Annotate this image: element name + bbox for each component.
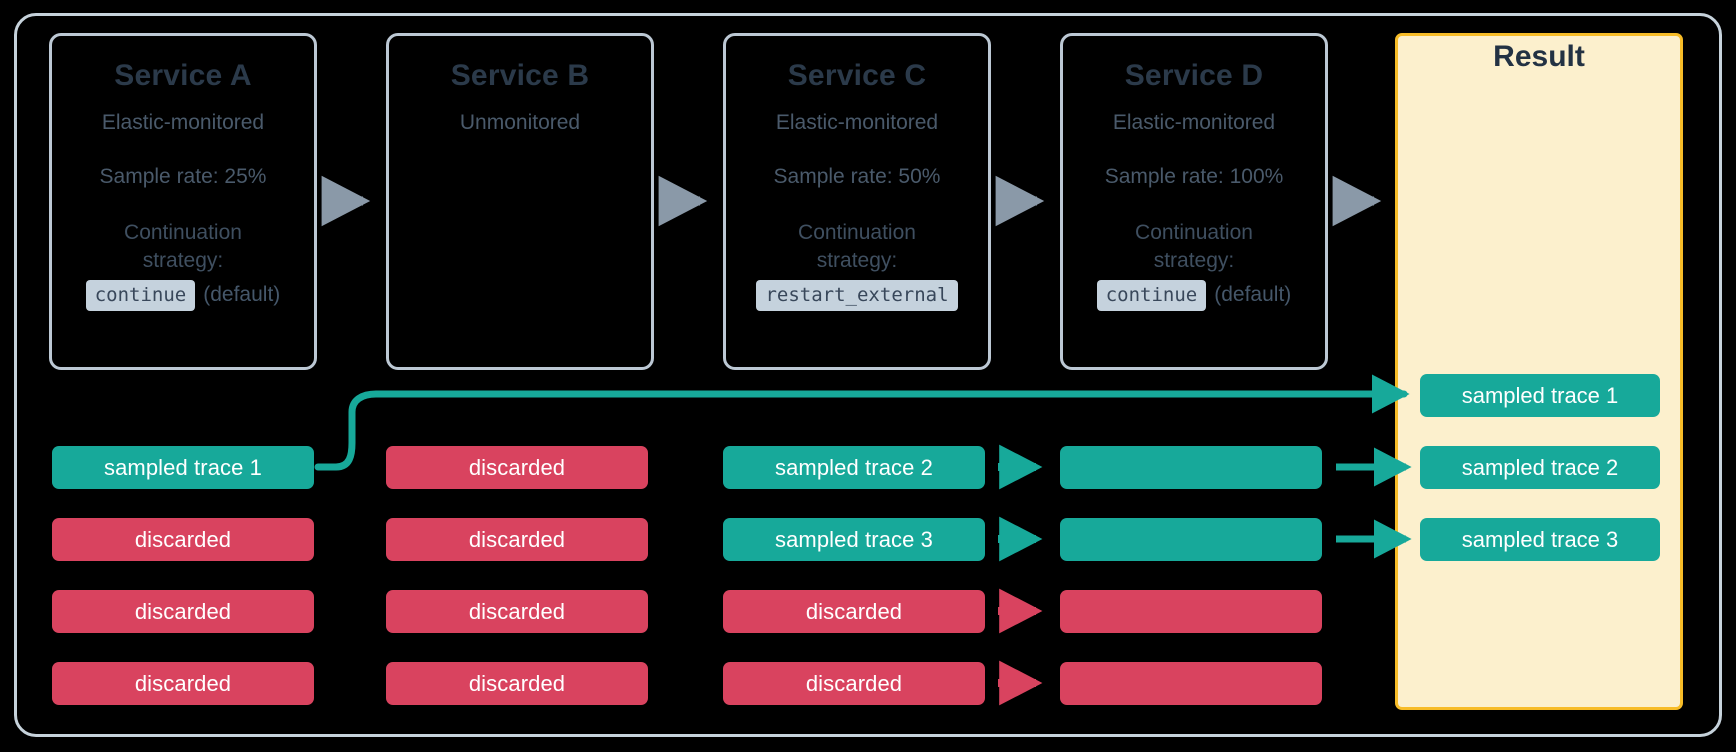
result-panel: [1395, 33, 1683, 710]
service-c-strategy-label: Continuation strategy:: [798, 219, 916, 276]
result-box-3: sampled trace 3: [1420, 518, 1660, 561]
service-panel-d: Service D Elastic-monitored Sample rate:…: [1060, 33, 1328, 370]
trace-box-a-4: discarded: [52, 662, 314, 705]
trace-box-b-4: discarded: [386, 662, 648, 705]
service-a-strategy-value: continue (default): [85, 279, 281, 311]
trace-box-b-2: discarded: [386, 518, 648, 561]
service-a-sample-rate: Sample rate: 25%: [99, 165, 267, 188]
result-box-2: sampled trace 2: [1420, 446, 1660, 489]
service-c-strategy-line2: strategy:: [816, 249, 898, 273]
service-c-sample-rate: Sample rate: 50%: [773, 165, 941, 188]
service-panel-b: Service B Unmonitored: [386, 33, 654, 370]
service-d-strategy-note: (default): [1214, 283, 1292, 307]
service-a-strategy-line2: strategy:: [142, 249, 224, 273]
service-a-strategy-code: continue: [85, 279, 196, 311]
trace-box-c-1: sampled trace 2: [723, 446, 985, 489]
service-a-title: Service A: [114, 59, 252, 92]
service-d-strategy-line1: Continuation: [1135, 221, 1253, 244]
service-c-strategy-line1: Continuation: [798, 221, 916, 244]
service-c-monitoring: Elastic-monitored: [775, 111, 939, 134]
trace-box-a-1: sampled trace 1: [52, 446, 314, 489]
trace-box-a-2: discarded: [52, 518, 314, 561]
service-a-strategy-line1: Continuation: [124, 221, 242, 244]
service-d-strategy-label: Continuation strategy:: [1135, 219, 1253, 276]
trace-box-c-4: discarded: [723, 662, 985, 705]
service-d-sample-rate: Sample rate: 100%: [1104, 165, 1284, 188]
service-d-strategy-code: continue: [1096, 279, 1207, 311]
service-d-strategy-value: continue (default): [1096, 279, 1292, 311]
trace-box-d-2: [1060, 518, 1322, 561]
trace-box-d-3: [1060, 590, 1322, 633]
trace-box-c-3: discarded: [723, 590, 985, 633]
service-c-title: Service C: [787, 59, 927, 92]
service-a-strategy-label: Continuation strategy:: [124, 219, 242, 276]
trace-box-b-1: discarded: [386, 446, 648, 489]
service-c-strategy-value: restart_external: [756, 279, 958, 311]
trace-box-c-2: sampled trace 3: [723, 518, 985, 561]
trace-box-d-1: [1060, 446, 1322, 489]
service-a-monitoring: Elastic-monitored: [101, 111, 265, 134]
service-d-monitoring: Elastic-monitored: [1112, 111, 1276, 134]
service-c-strategy-code: restart_external: [756, 279, 958, 311]
service-b-monitoring: Unmonitored: [459, 111, 581, 134]
result-title: Result: [1493, 40, 1585, 73]
service-b-title: Service B: [450, 59, 590, 92]
service-a-strategy-note: (default): [203, 283, 281, 307]
result-box-1: sampled trace 1: [1420, 374, 1660, 417]
service-d-strategy-line2: strategy:: [1153, 249, 1235, 273]
trace-box-a-3: discarded: [52, 590, 314, 633]
service-panel-c: Service C Elastic-monitored Sample rate:…: [723, 33, 991, 370]
service-d-title: Service D: [1124, 59, 1264, 92]
service-panel-a: Service A Elastic-monitored Sample rate:…: [49, 33, 317, 370]
trace-box-d-4: [1060, 662, 1322, 705]
trace-box-b-3: discarded: [386, 590, 648, 633]
